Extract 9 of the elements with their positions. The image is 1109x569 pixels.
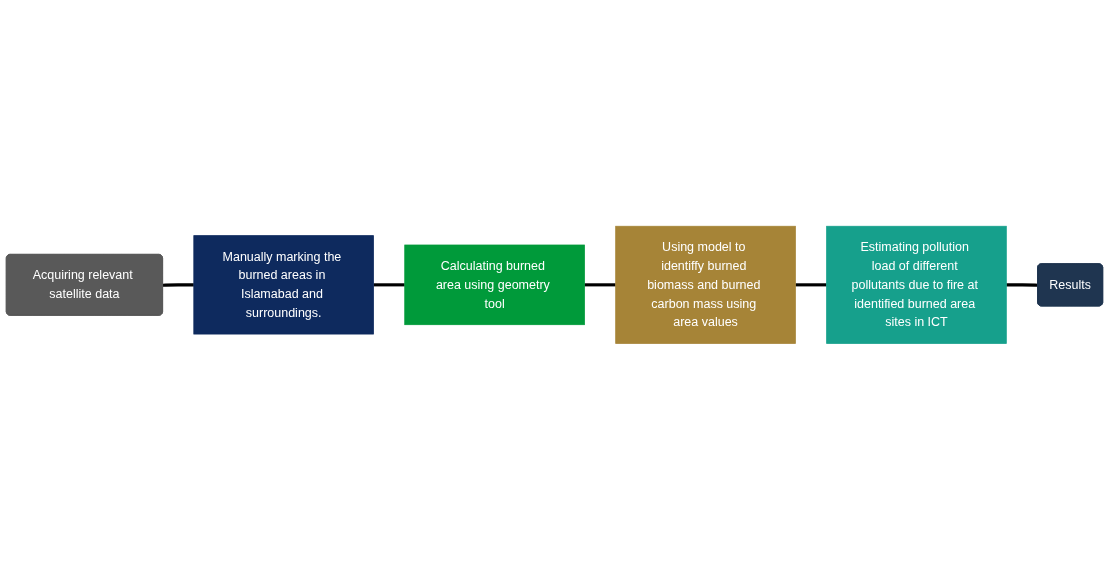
connector [1006,282,1038,287]
connector [584,282,616,287]
node-box: Calculating burned area using geometry tool [404,244,585,325]
node-box: Using model to identiffy burned biomass and burned carbon mass using area values [615,225,796,344]
node-box: Estimating pollution load of different pollutants due to fire at identified burned area sites in ICT [826,225,1007,344]
connector [162,282,194,287]
connector [795,282,827,287]
node-box: Manually marking the burned areas in Islamabad and surroundings. [193,234,374,335]
connector [373,282,405,287]
